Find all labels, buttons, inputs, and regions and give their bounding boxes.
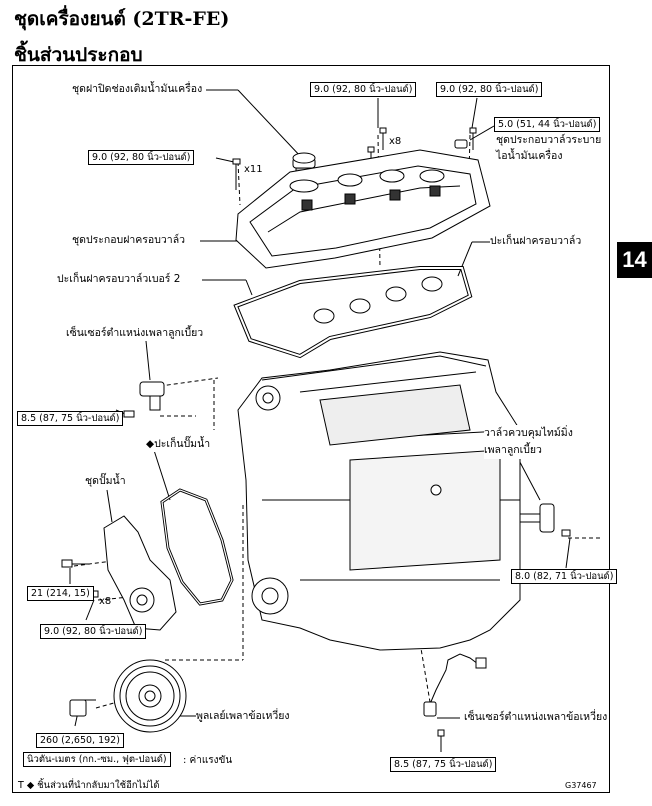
legend-units-note: : ค่าแรงขัน	[183, 755, 233, 766]
page-subtitle: ชิ้นส่วนประกอบ	[14, 44, 143, 66]
label-valve-cover-gasket: ปะเก็นฝาครอบวาล์ว	[490, 234, 582, 249]
torque-pulley-bolt: 260 (2,650, 192)	[36, 733, 124, 748]
figure-code: G37467	[565, 781, 597, 790]
torque-water-pump-stud: 21 (214, 15)	[27, 586, 94, 601]
label-crank-sensor: เซ็นเซอร์ตำแหน่งเพลาข้อเหวี่ยง	[464, 710, 608, 725]
diagram-frame	[12, 65, 610, 793]
qty-x8-top: x8	[389, 136, 402, 147]
torque-cover-bolt-left: 9.0 (92, 80 นิ้ว-ปอนด์)	[88, 150, 195, 165]
label-pcv-valve: ชุดประกอบวาล์วระบาย ไอน้ำมันเครื่อง	[496, 132, 602, 164]
page-title: ชุดเครื่องยนต์ (2TR-FE)	[14, 8, 230, 30]
label-water-pump: ชุดปั๊มน้ำ	[85, 474, 126, 489]
section-tab: 14	[617, 242, 652, 278]
torque-crank-sensor: 8.5 (87, 75 นิ้ว-ปอนด์)	[390, 757, 497, 772]
qty-x8-pump: x8	[99, 596, 112, 607]
torque-cover-bolt-top: 9.0 (92, 80 นิ้ว-ปอนด์)	[310, 82, 417, 97]
qty-x11: x11	[244, 164, 263, 175]
torque-water-pump-bolt: 9.0 (92, 80 นิ้ว-ปอนด์)	[40, 624, 147, 639]
label-camshaft-sensor: เซ็นเซอร์ตำแหน่งเพลาลูกเบี้ยว	[66, 326, 204, 341]
legend-units-box: นิวตัน-เมตร (กก.-ซม., ฟุต-ปอนด์)	[23, 752, 171, 767]
torque-cover-bolt-right: 9.0 (92, 80 นิ้ว-ปอนด์)	[436, 82, 543, 97]
label-crank-pulley: พูลเลย์เพลาข้อเหวี่ยง	[196, 709, 290, 724]
torque-pcv: 5.0 (51, 44 นิ้ว-ปอนด์)	[494, 117, 601, 132]
label-valve-cover-assembly: ชุดประกอบฝาครอบวาล์ว	[72, 233, 186, 248]
label-oil-filler-cap: ชุดฝาปิดช่องเติมน้ำมันเครื่อง	[72, 82, 203, 97]
label-valve-cover-gasket-2: ปะเก็นฝาครอบวาล์วเบอร์ 2	[57, 272, 181, 287]
torque-cam-sensor: 8.5 (87, 75 นิ้ว-ปอนด์)	[17, 411, 124, 426]
label-water-pump-gasket: ◆ปะเก็นปั๊มน้ำ	[146, 437, 211, 452]
label-ocv: วาล์วควบคุมไทม์มิ่ง เพลาลูกเบี้ยว	[484, 425, 573, 459]
footnote: T ◆ ชิ้นส่วนที่นำกลับมาใช้อีกไม่ได้	[18, 780, 160, 791]
torque-ocv: 8.0 (82, 71 นิ้ว-ปอนด์)	[511, 569, 618, 584]
